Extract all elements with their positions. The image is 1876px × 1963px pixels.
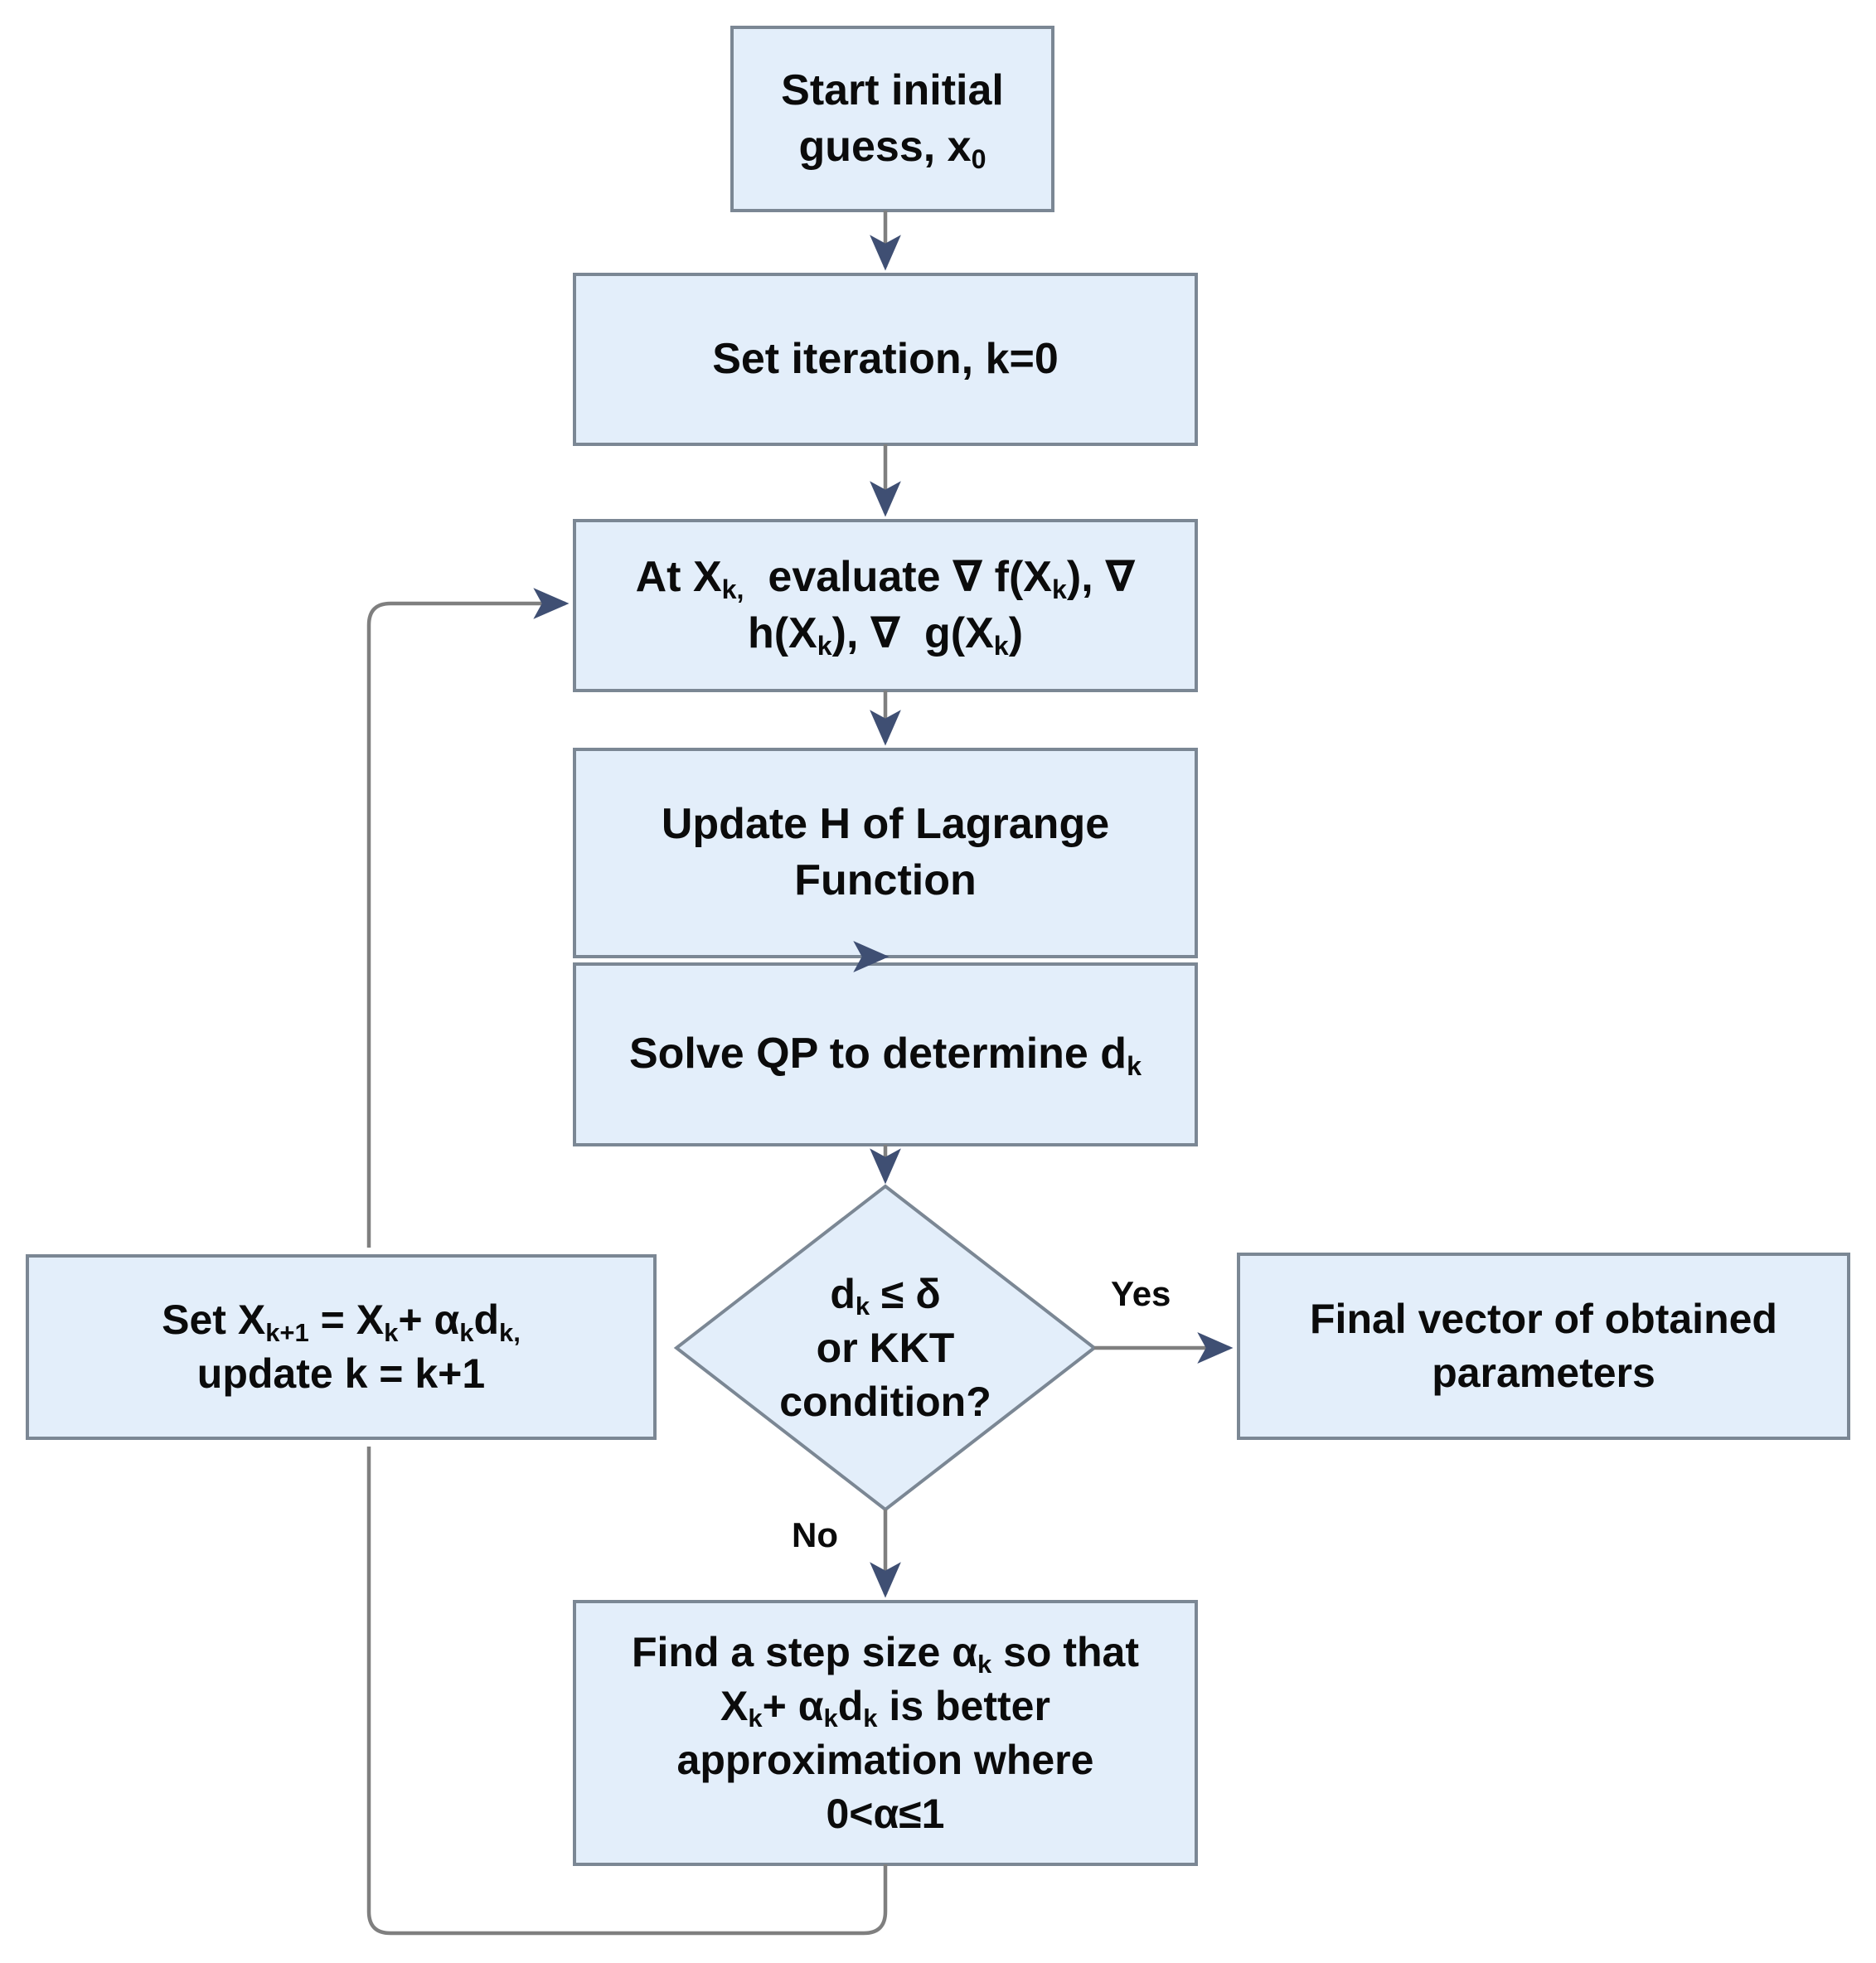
edge-label-no: No [792, 1515, 838, 1554]
node-shape-evaluate-gradients[interactable] [573, 519, 1198, 692]
node-shape-update-x[interactable] [26, 1254, 657, 1440]
node-shape-start[interactable] [730, 26, 1054, 212]
node-shape-solve-qp[interactable] [573, 962, 1198, 1146]
node-shape-decision[interactable] [673, 1184, 1098, 1512]
edge-update-x-to-evaluate-loop [366, 588, 570, 1248]
edge-label-yes: Yes [1111, 1274, 1171, 1313]
node-shape-update-hessian[interactable] [573, 748, 1198, 958]
node-shape-set-iteration[interactable] [573, 273, 1198, 446]
node-shape-step-size[interactable] [573, 1600, 1198, 1866]
edge-step-size-to-update-x-loop [366, 1447, 888, 1936]
node-shape-final-vector[interactable] [1237, 1253, 1850, 1440]
